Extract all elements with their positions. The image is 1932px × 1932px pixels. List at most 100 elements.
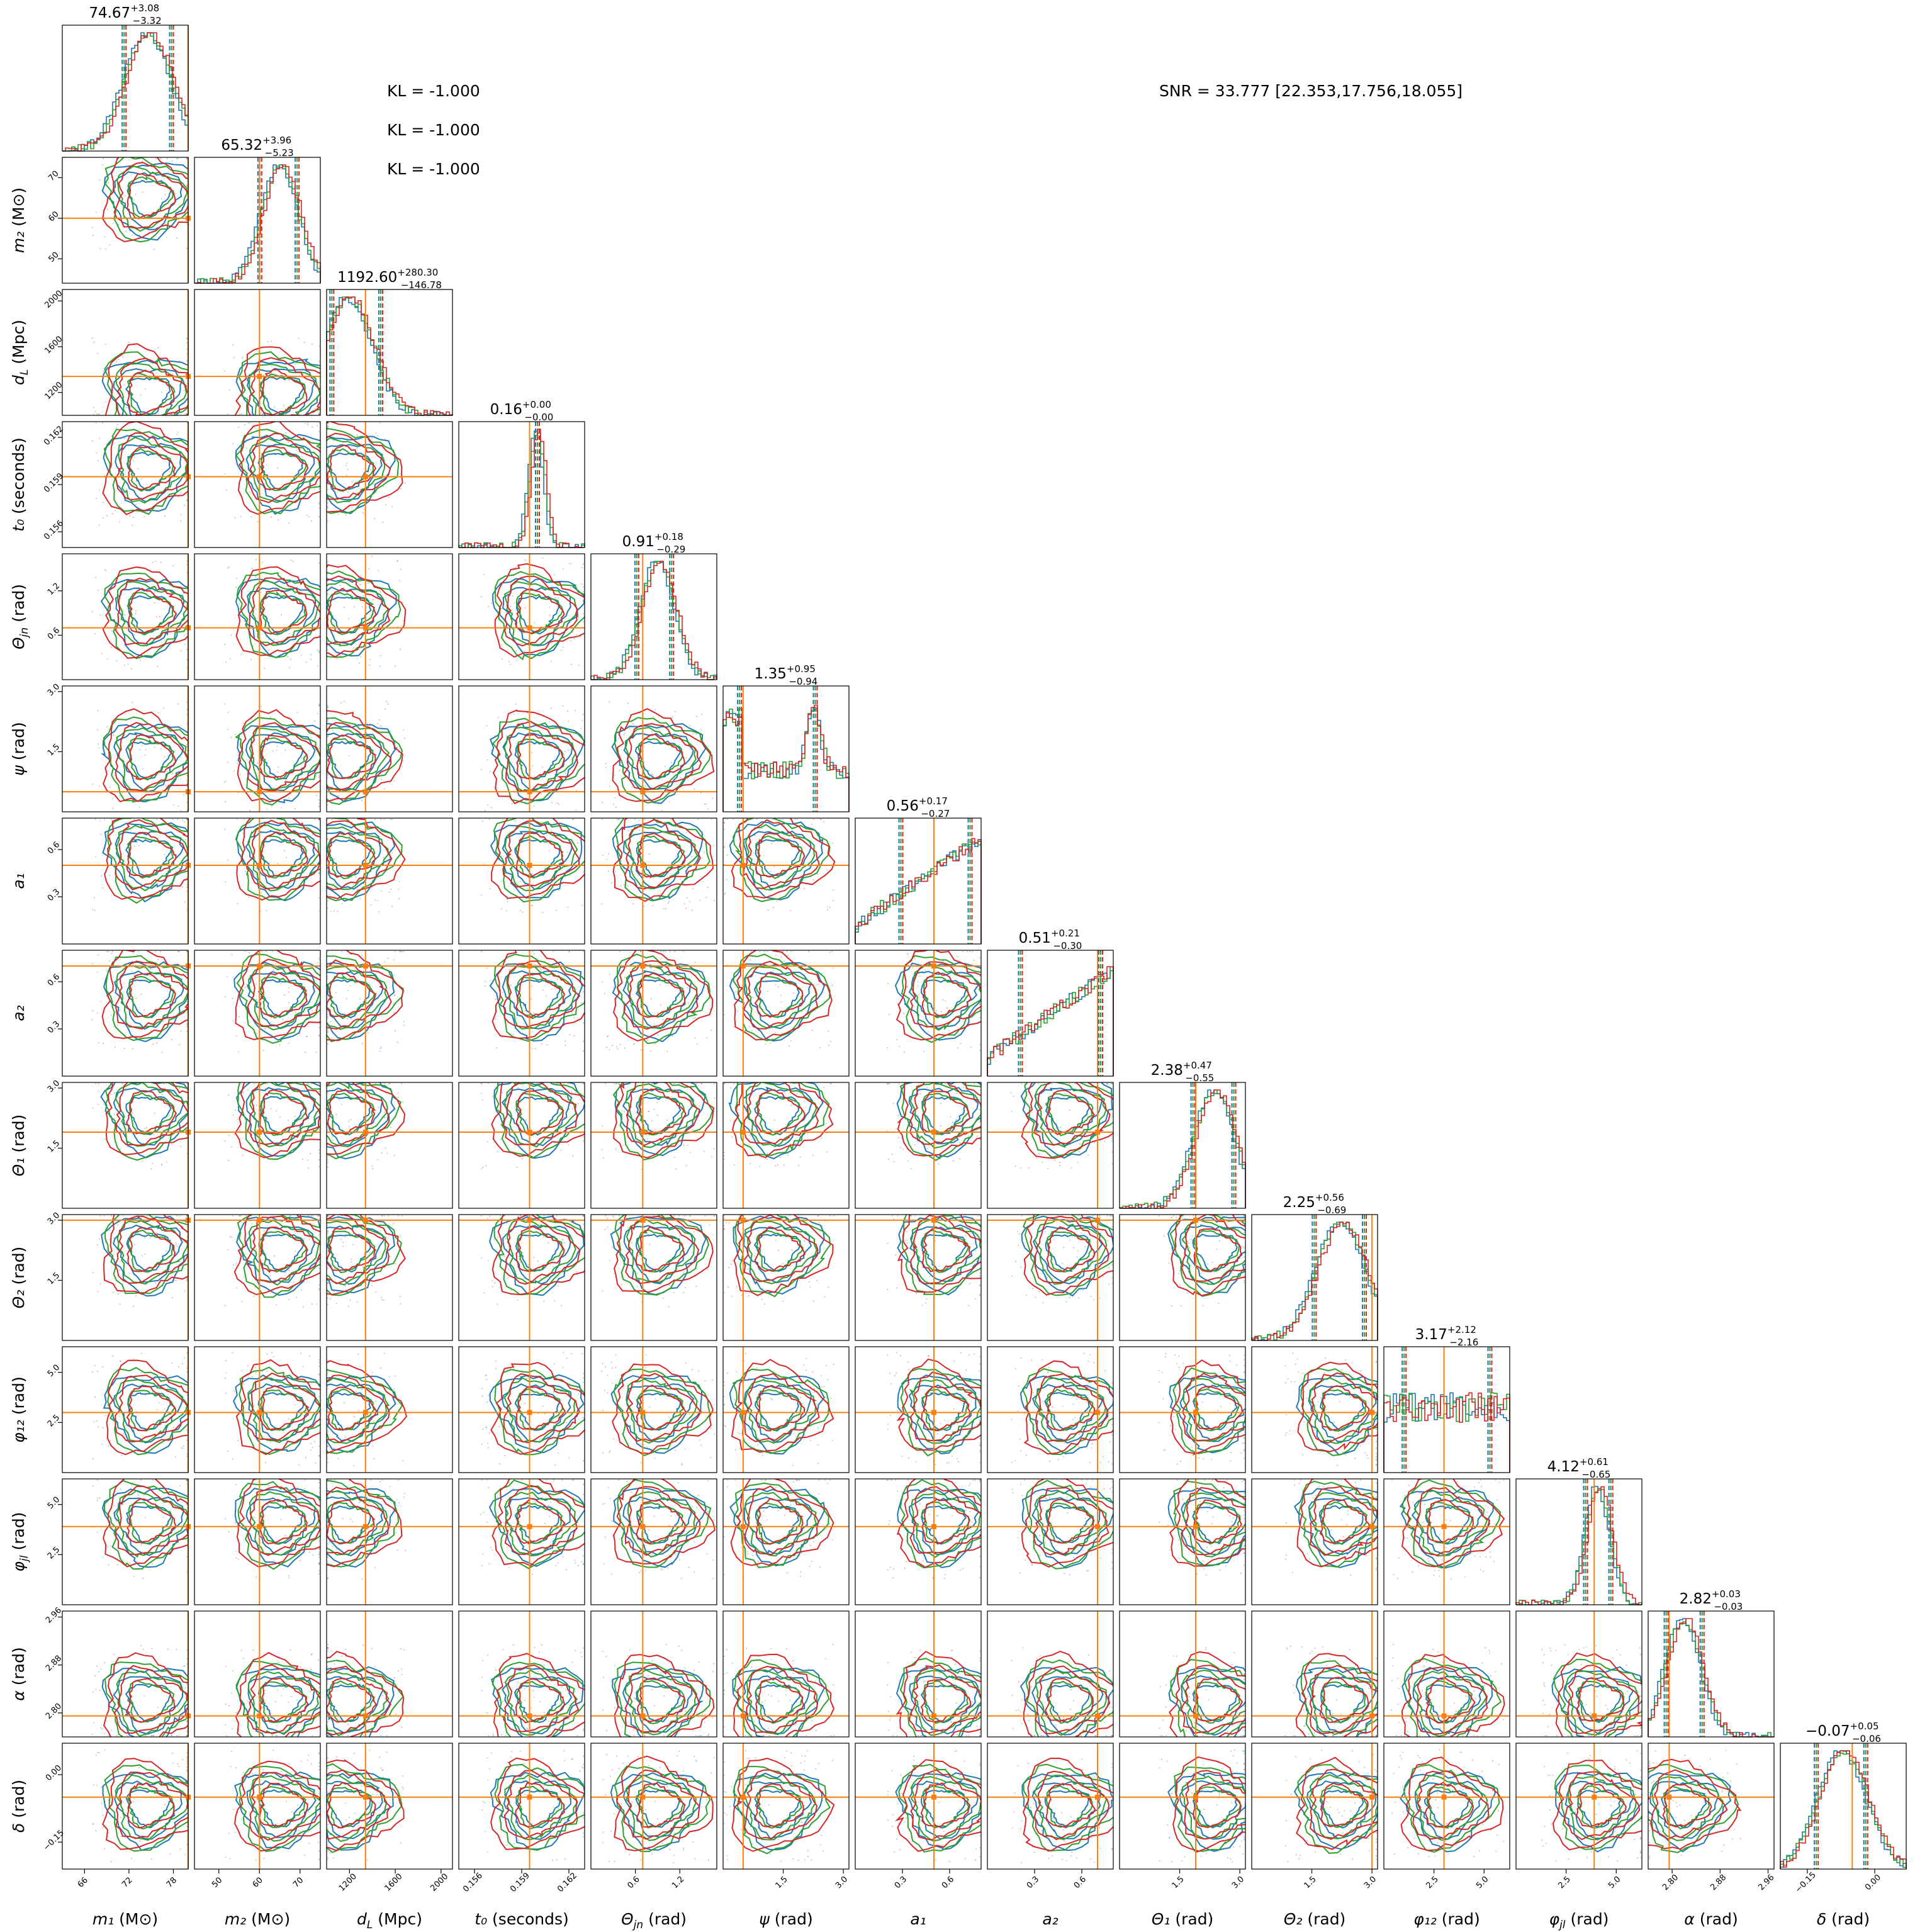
scatter-point <box>489 1215 491 1217</box>
scatter-point <box>553 1300 556 1302</box>
scatter-point <box>381 890 383 892</box>
scatter-point <box>329 763 331 766</box>
scatter-point <box>318 1165 320 1167</box>
scatter-point <box>160 886 162 888</box>
contour-0-2 <box>490 822 583 899</box>
contour-2-0 <box>516 832 564 879</box>
panel-frame <box>194 1214 321 1341</box>
scatter-point <box>164 194 166 196</box>
contour-2-2 <box>102 422 188 515</box>
panel-frame <box>722 817 850 945</box>
panel-9-8 <box>1119 1214 1246 1341</box>
scatter-point <box>186 1153 188 1155</box>
scatter-point <box>235 1551 237 1553</box>
scatter-point <box>696 1268 698 1270</box>
scatter-point <box>649 967 652 970</box>
scatter-point <box>809 1439 812 1441</box>
contour-0-0 <box>125 376 171 415</box>
scatter-point <box>979 1108 981 1110</box>
scatter-point <box>114 774 116 776</box>
scatter-point <box>782 1300 784 1302</box>
contour-2-0 <box>258 446 309 491</box>
scatter-point <box>1183 1446 1185 1449</box>
scatter-point <box>789 1082 791 1085</box>
scatter-point <box>1211 1261 1213 1263</box>
scatter-point <box>327 1457 329 1459</box>
scatter-point <box>327 1224 329 1226</box>
scatter-point <box>619 1043 621 1045</box>
scatter-point <box>627 830 630 832</box>
contour-0-1 <box>501 1087 573 1147</box>
scatter-point <box>255 609 257 610</box>
scatter-point <box>285 432 287 434</box>
hist-series-2 <box>591 561 717 680</box>
hist-panel-7: 0.51+0.21−0.30 <box>987 928 1114 1077</box>
scatter-point <box>517 1299 519 1301</box>
scatter-point <box>543 893 545 895</box>
scatter-point <box>782 818 783 821</box>
scatter-point <box>101 887 103 889</box>
scatter-point <box>318 1159 320 1161</box>
scatter-point <box>709 1008 711 1010</box>
scatter-point <box>929 1410 931 1412</box>
scatter-point <box>554 1464 556 1466</box>
scatter-point <box>351 1018 352 1020</box>
scatter-point <box>140 1544 142 1546</box>
scatter-point <box>186 886 188 888</box>
scatter-point <box>182 1447 184 1449</box>
scatter-point <box>186 950 188 953</box>
scatter-point <box>300 1352 302 1354</box>
scatter-point <box>1202 1305 1204 1306</box>
contour-2-2 <box>327 818 406 899</box>
scatter-point <box>237 762 239 764</box>
scatter-point <box>761 1298 763 1300</box>
scatter-point <box>186 500 188 502</box>
scatter-point <box>673 950 676 953</box>
scatter-point <box>533 953 535 955</box>
scatter-point <box>775 954 777 957</box>
scatter-point <box>96 971 98 973</box>
contour-2-2 <box>104 818 188 900</box>
scatter-point <box>771 843 773 845</box>
scatter-point <box>685 1362 687 1364</box>
scatter-point <box>341 902 343 904</box>
scatter-point <box>1072 1403 1074 1405</box>
contour-0-0 <box>1045 1096 1090 1135</box>
scatter-point <box>402 760 405 761</box>
scatter-point <box>940 1103 942 1104</box>
scatter-point <box>515 703 517 705</box>
scatter-point <box>327 1445 329 1447</box>
scatter-point <box>129 748 131 750</box>
scatter-point <box>312 1554 314 1556</box>
scatter-point <box>677 767 678 770</box>
contour-1-2 <box>734 1082 830 1156</box>
scatter-point <box>1230 1460 1232 1462</box>
scatter-point <box>353 1464 355 1466</box>
scatter-point <box>886 1288 889 1290</box>
contour-1-1 <box>744 966 818 1029</box>
scatter-point <box>1011 1111 1013 1113</box>
scatter-point <box>288 1298 290 1300</box>
scatter-point <box>269 716 272 718</box>
scatter-point <box>159 615 161 618</box>
scatter-point <box>821 1386 823 1388</box>
scatter-point <box>404 482 406 484</box>
scatter-point <box>755 889 757 891</box>
scatter-point <box>344 1436 346 1438</box>
marginal-title-0: 74.67+3.08−3.32 <box>89 3 161 26</box>
scatter-point <box>369 659 371 661</box>
scatter-point <box>242 357 244 359</box>
hist-series-0 <box>459 430 585 548</box>
scatter-point <box>186 1367 188 1369</box>
scatter-point <box>1314 1432 1316 1434</box>
scatter-point <box>551 802 553 804</box>
scatter-point <box>232 1352 233 1354</box>
scatter-point <box>966 950 969 953</box>
scatter-point <box>1042 1301 1044 1304</box>
scatter-point <box>794 818 796 821</box>
scatter-point <box>235 1522 237 1524</box>
scatter-point <box>910 1167 912 1169</box>
scatter-point <box>186 818 188 821</box>
scatter-point <box>534 1048 537 1050</box>
scatter-point <box>343 700 345 702</box>
